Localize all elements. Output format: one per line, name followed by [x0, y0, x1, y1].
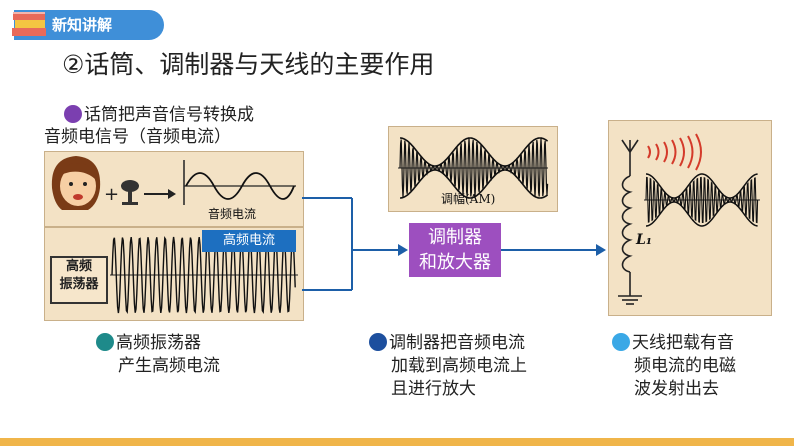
note-oscillator: 高频振荡器 [96, 332, 201, 354]
oscillator-label-line1: 高频 [65, 259, 92, 274]
note-oscillator-line2: 产生高频电流 [118, 356, 220, 376]
note-modulator-line2: 加载到高频电流上 [391, 356, 527, 376]
note-modulator-line1: 调制器把音频电流 [389, 333, 525, 353]
antenna-am-waveform [645, 176, 759, 224]
light-blue-bullet-icon [612, 333, 630, 351]
footer-bar [0, 438, 794, 446]
microphone-icon [121, 180, 139, 205]
blue-bullet-icon [369, 333, 387, 351]
note-antenna-line2: 频电流的电磁 [634, 356, 736, 376]
oscillator-box: 高频 振荡器 [50, 256, 108, 304]
note-microphone-line1: 话筒把声音信号转换成 [84, 105, 254, 125]
books-icon [12, 12, 46, 36]
radio-waves-icon [647, 133, 702, 171]
plus-sign: + [104, 184, 119, 205]
audio-current-label: 音频电流 [208, 206, 256, 221]
am-label: 调幅(AM) [441, 191, 495, 206]
modulator-label-line2: 和放大器 [419, 252, 491, 273]
note-modulator: 调制器把音频电流 [369, 332, 525, 354]
girl-face-icon [51, 156, 101, 210]
note-microphone-line2: 音频电信号（音频电流） [44, 127, 231, 147]
purple-bullet-icon [64, 105, 82, 123]
coil-label: L₁ [635, 232, 652, 248]
slide-title: ②话筒、调制器与天线的主要作用 [62, 50, 435, 79]
note-oscillator-line1: 高频振荡器 [116, 333, 201, 353]
note-microphone: 话筒把声音信号转换成 [64, 104, 254, 126]
note-modulator-line3: 且进行放大 [391, 379, 476, 399]
hf-current-tag: 高频电流 [202, 230, 296, 252]
modulator-label-line1: 调制器 [428, 227, 482, 248]
note-antenna-line3: 波发射出去 [634, 379, 719, 399]
audio-waveform [185, 172, 295, 200]
antenna-panel [608, 120, 772, 316]
teal-bullet-icon [96, 333, 114, 351]
modulator-amplifier-box: 调制器 和放大器 [409, 223, 501, 277]
oscillator-label-line2: 振荡器 [59, 277, 99, 292]
antenna-icon [618, 139, 642, 305]
note-antenna-line1: 天线把载有音 [632, 333, 734, 353]
coil-icon [621, 175, 633, 273]
section-header-label: 新知讲解 [52, 16, 113, 34]
note-antenna: 天线把载有音 [612, 332, 734, 354]
hf-waveform [111, 236, 296, 314]
